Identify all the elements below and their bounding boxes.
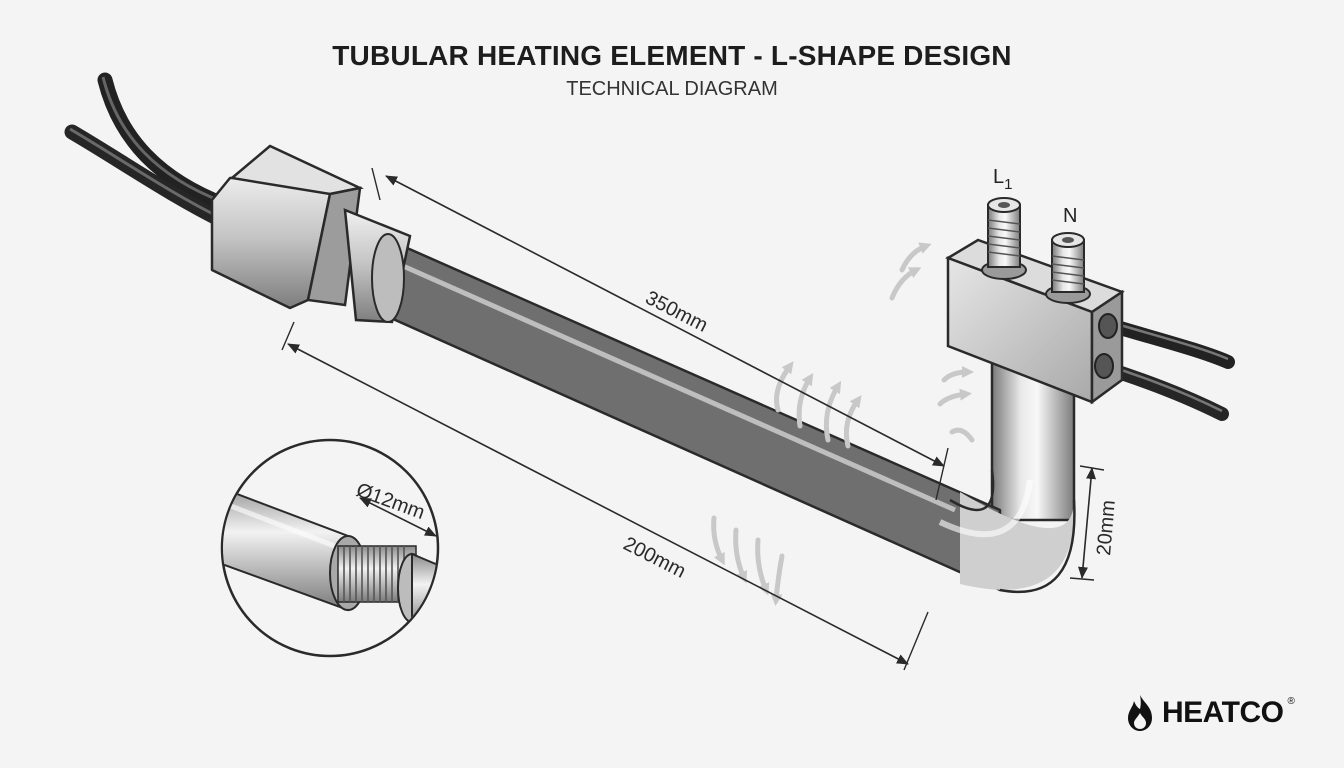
brand-name: HEATCO — [1162, 696, 1284, 729]
left-cables — [64, 72, 233, 230]
dimension-200-label: 200mm — [620, 533, 689, 583]
terminal-label-live: L1 — [993, 166, 1012, 193]
terminal-box — [945, 238, 1125, 405]
dimension-20-label: 20mm — [1093, 499, 1120, 556]
registered-mark: ® — [1287, 696, 1295, 707]
terminal-label-neutral: N — [1063, 205, 1077, 227]
page-title: TUBULAR HEATING ELEMENT - L-SHAPE DESIGN — [332, 40, 1012, 71]
page-subtitle: TECHNICAL DIAGRAM — [566, 78, 778, 100]
flame-icon — [1128, 695, 1152, 731]
cross-section-detail: Ø12mm — [220, 438, 440, 658]
right-cables — [1099, 318, 1235, 421]
terminal-labels: L1 N — [993, 166, 1077, 227]
brand-logo: HEATCO ® — [1122, 688, 1295, 738]
dimension-350-label: 350mm — [642, 287, 711, 337]
terminal-stud-n — [1045, 232, 1091, 304]
mounting-fitting — [210, 144, 412, 324]
dimension-20: 20mm — [1069, 465, 1120, 581]
terminal-stud-l1 — [981, 197, 1027, 280]
